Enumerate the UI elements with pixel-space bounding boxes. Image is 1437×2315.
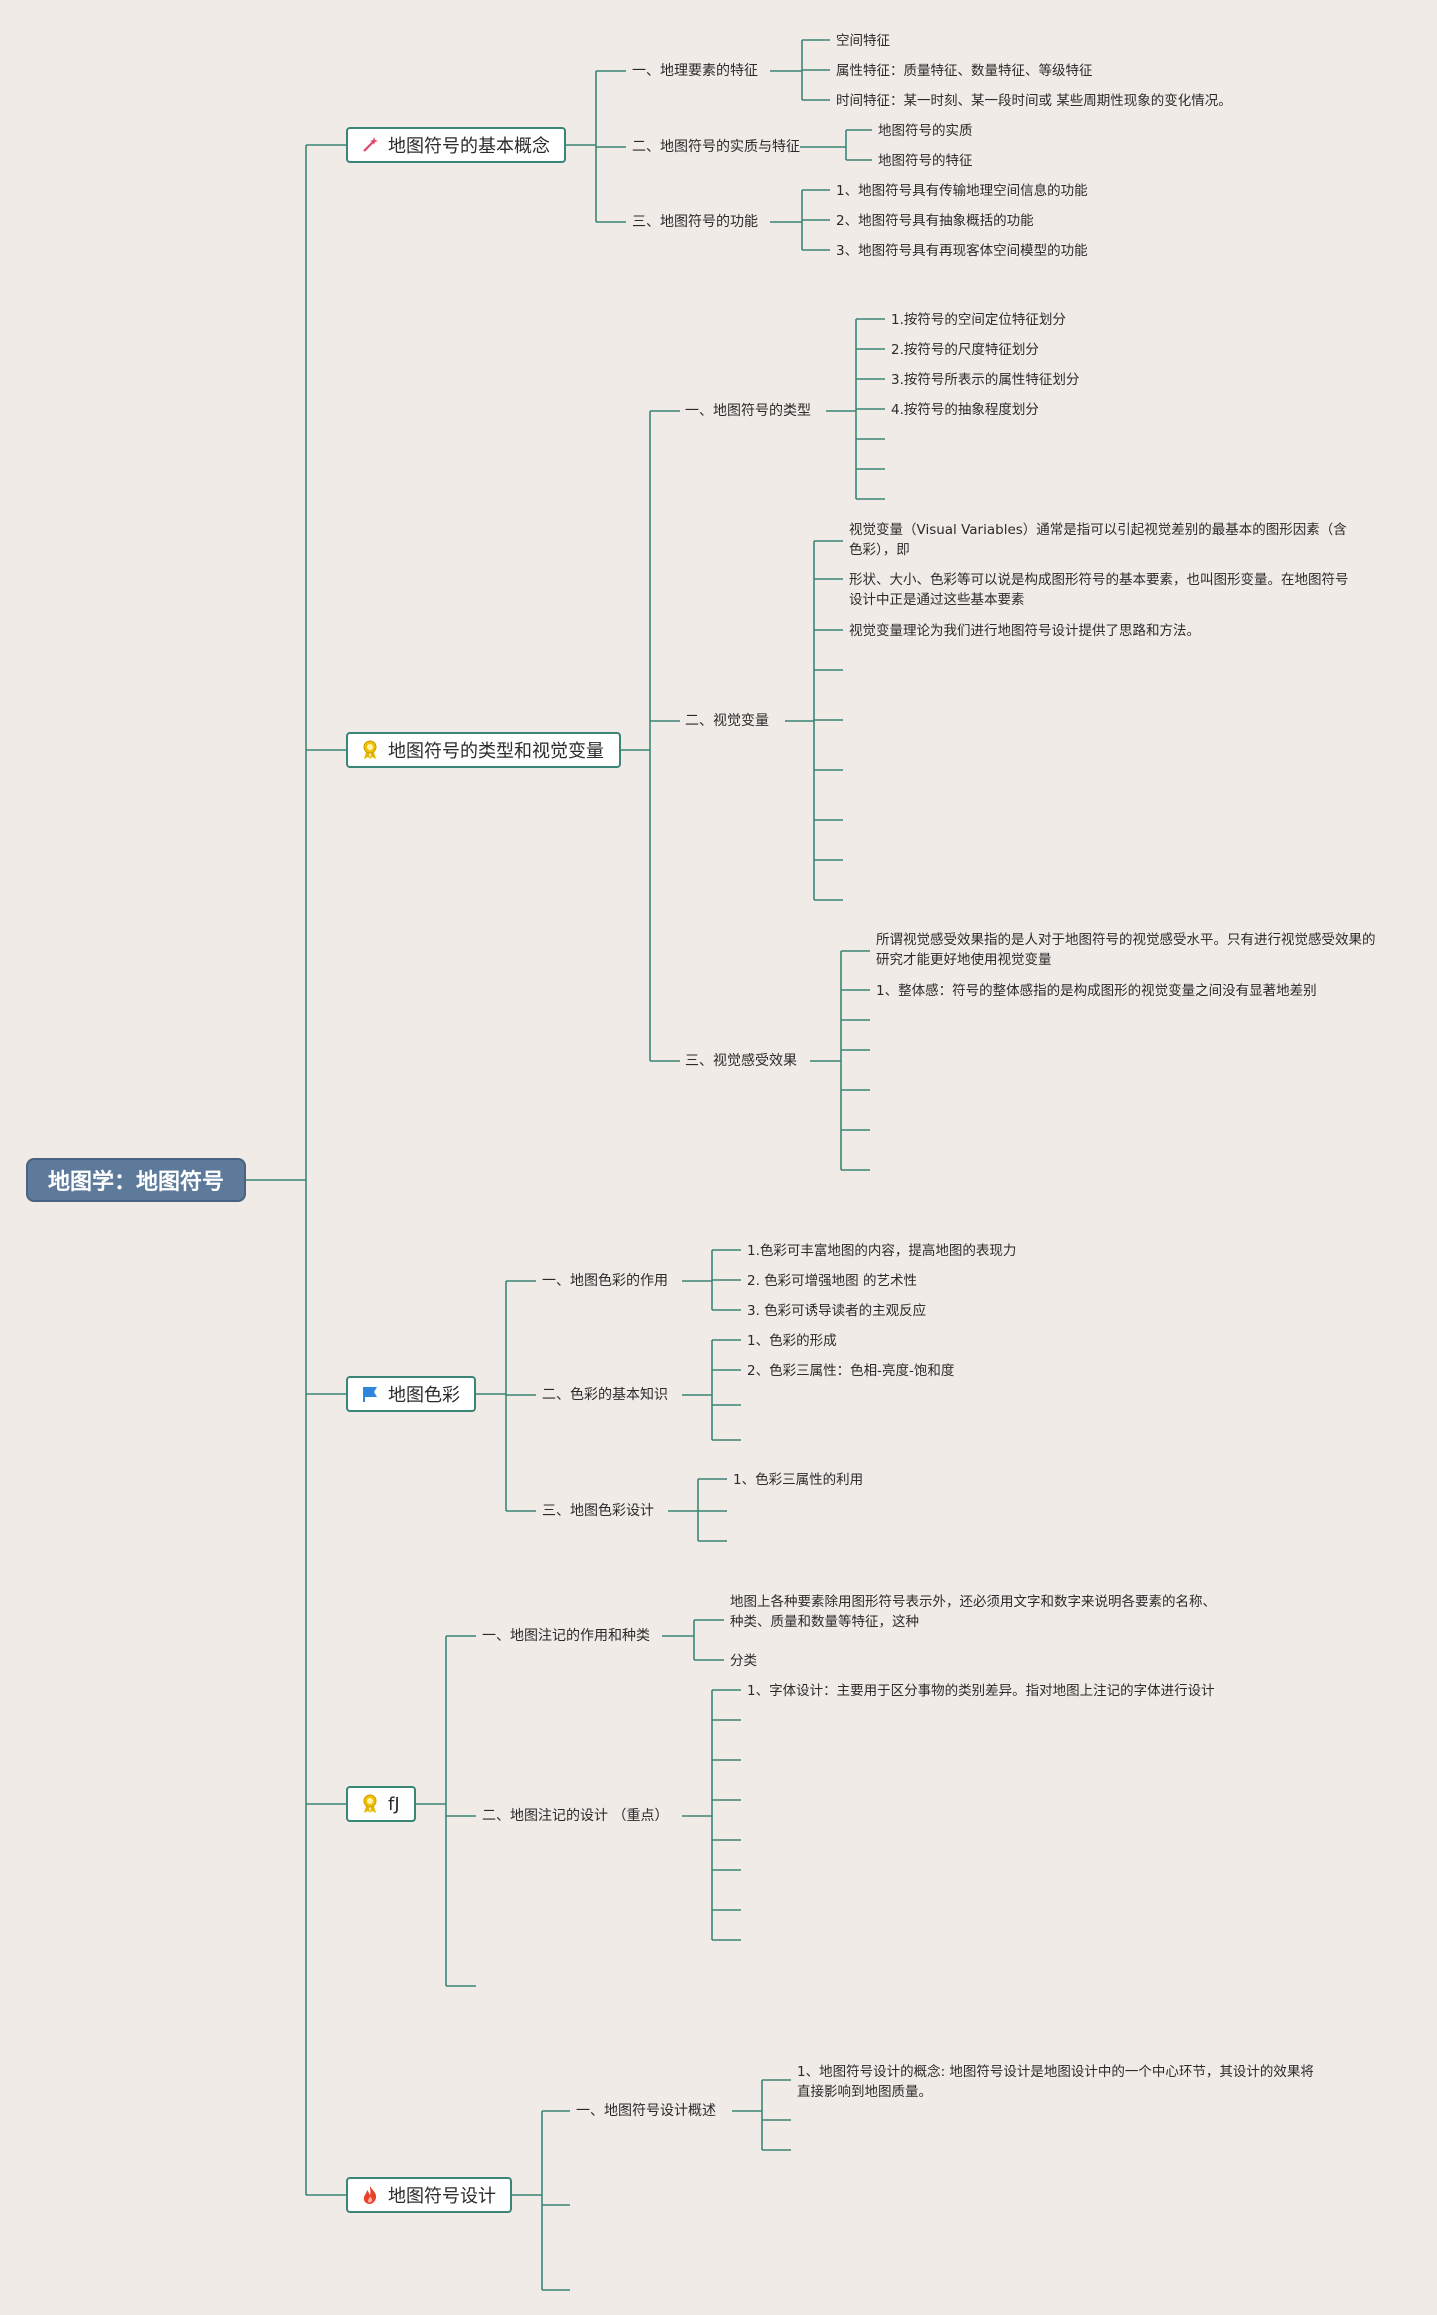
topic-label: fJ <box>388 1793 400 1815</box>
leaf-item[interactable]: 3. 色彩可诱导读者的主观反应 <box>747 1303 927 1319</box>
leaf-item[interactable]: 视觉变量（Visual Variables）通常是指可以引起视觉差别的最基本的图… <box>849 522 1347 558</box>
leaf-item[interactable]: 1.色彩可丰富地图的内容，提高地图的表现力 <box>747 1243 1017 1259</box>
subtopic-color-role[interactable]: 一、地图色彩的作用 <box>542 1273 668 1289</box>
leaf-item[interactable]: 形状、大小、色彩等可以说是构成图形符号的基本要素，也叫图形变量。在地图符号设计中… <box>849 572 1349 608</box>
leaf-item[interactable]: 属性特征：质量特征、数量特征、等级特征 <box>836 63 1093 79</box>
leaf-item[interactable]: 空间特征 <box>836 33 890 49</box>
leaf-item[interactable]: 1、整体感：符号的整体感指的是构成图形的视觉变量之间没有显著地差别 <box>876 983 1317 999</box>
topic-label: 地图符号的基本概念 <box>388 136 550 157</box>
subtopic-annotation-design[interactable]: 二、地图注记的设计 （重点） <box>482 1808 669 1824</box>
leaf-item[interactable]: 3、地图符号具有再现客体空间模型的功能 <box>836 243 1088 259</box>
topic-label: 地图符号设计 <box>388 2186 496 2207</box>
leaf-item[interactable]: 视觉变量理论为我们进行地图符号设计提供了思路和方法。 <box>849 623 1200 639</box>
medal-icon <box>360 740 380 760</box>
medal-icon <box>360 1794 380 1814</box>
leaf-item[interactable]: 3.按符号所表示的属性特征划分 <box>891 372 1080 388</box>
leaf-item[interactable]: 分类 <box>730 1653 757 1669</box>
magic-wand-icon <box>360 135 380 155</box>
subtopic-functions[interactable]: 三、地图符号的功能 <box>632 214 758 230</box>
root-title: 地图学：地图符号 <box>47 1170 224 1195</box>
subtopic-visual-variables[interactable]: 二、视觉变量 <box>685 713 769 729</box>
topic-types-visual-variables[interactable]: 地图符号的类型和视觉变量 <box>346 732 621 768</box>
leaf-item[interactable]: 2、地图符号具有抽象概括的功能 <box>836 213 1034 229</box>
leaf-item[interactable]: 地图上各种要素除用图形符号表示外，还必须用文字和数字来说明各要素的名称、种类、质… <box>730 1594 1216 1630</box>
subtopic-symbol-types[interactable]: 一、地图符号的类型 <box>685 403 811 419</box>
leaf-item[interactable]: 1、色彩的形成 <box>747 1333 837 1349</box>
leaf-item[interactable]: 1、地图符号设计的概念: 地图符号设计是地图设计中的一个中心环节，其设计的效果将… <box>797 2064 1314 2100</box>
leaf-item[interactable]: 2.按符号的尺度特征划分 <box>891 342 1039 358</box>
topic-fj[interactable]: fJ <box>346 1786 416 1822</box>
fire-icon <box>360 2185 380 2205</box>
leaf-item[interactable]: 地图符号的实质 <box>878 123 973 139</box>
flag-icon <box>360 1384 380 1404</box>
subtopic-color-basics[interactable]: 二、色彩的基本知识 <box>542 1387 668 1403</box>
leaf-item[interactable]: 2. 色彩可增强地图 的艺术性 <box>747 1273 917 1289</box>
topic-symbol-design[interactable]: 地图符号设计 <box>346 2177 512 2213</box>
leaf-item[interactable]: 1、色彩三属性的利用 <box>733 1472 864 1488</box>
subtopic-color-design[interactable]: 三、地图色彩设计 <box>542 1503 654 1519</box>
subtopic-design-overview[interactable]: 一、地图符号设计概述 <box>576 2103 716 2119</box>
leaf-item[interactable]: 时间特征：某一时刻、某一段时间或 某些周期性现象的变化情况。 <box>836 93 1232 109</box>
subtopic-essence[interactable]: 二、地图符号的实质与特征 <box>632 139 800 155</box>
leaf-item[interactable]: 1、地图符号具有传输地理空间信息的功能 <box>836 183 1088 199</box>
leaf-item[interactable]: 所谓视觉感受效果指的是人对于地图符号的视觉感受水平。只有进行视觉感受效果的研究才… <box>876 932 1376 968</box>
leaf-item[interactable]: 地图符号的特征 <box>878 153 973 169</box>
leaf-item[interactable]: 4.按符号的抽象程度划分 <box>891 402 1039 418</box>
subtopic-annotation-types[interactable]: 一、地图注记的作用和种类 <box>482 1628 650 1644</box>
topic-map-color[interactable]: 地图色彩 <box>346 1376 476 1412</box>
subtopic-visual-effects[interactable]: 三、视觉感受效果 <box>685 1053 797 1069</box>
topic-label: 地图色彩 <box>388 1385 460 1406</box>
root-topic[interactable]: 地图学：地图符号 <box>26 1158 246 1202</box>
leaf-item[interactable]: 1.按符号的空间定位特征划分 <box>891 312 1066 328</box>
leaf-item[interactable]: 1、字体设计：主要用于区分事物的类别差异。指对地图上注记的字体进行设计 <box>747 1683 1215 1699</box>
leaf-item[interactable]: 2、色彩三属性：色相-亮度-饱和度 <box>747 1363 955 1379</box>
topic-basic-concepts[interactable]: 地图符号的基本概念 <box>346 127 566 163</box>
topic-label: 地图符号的类型和视觉变量 <box>388 741 604 762</box>
subtopic-geo-features[interactable]: 一、地理要素的特征 <box>632 63 758 79</box>
